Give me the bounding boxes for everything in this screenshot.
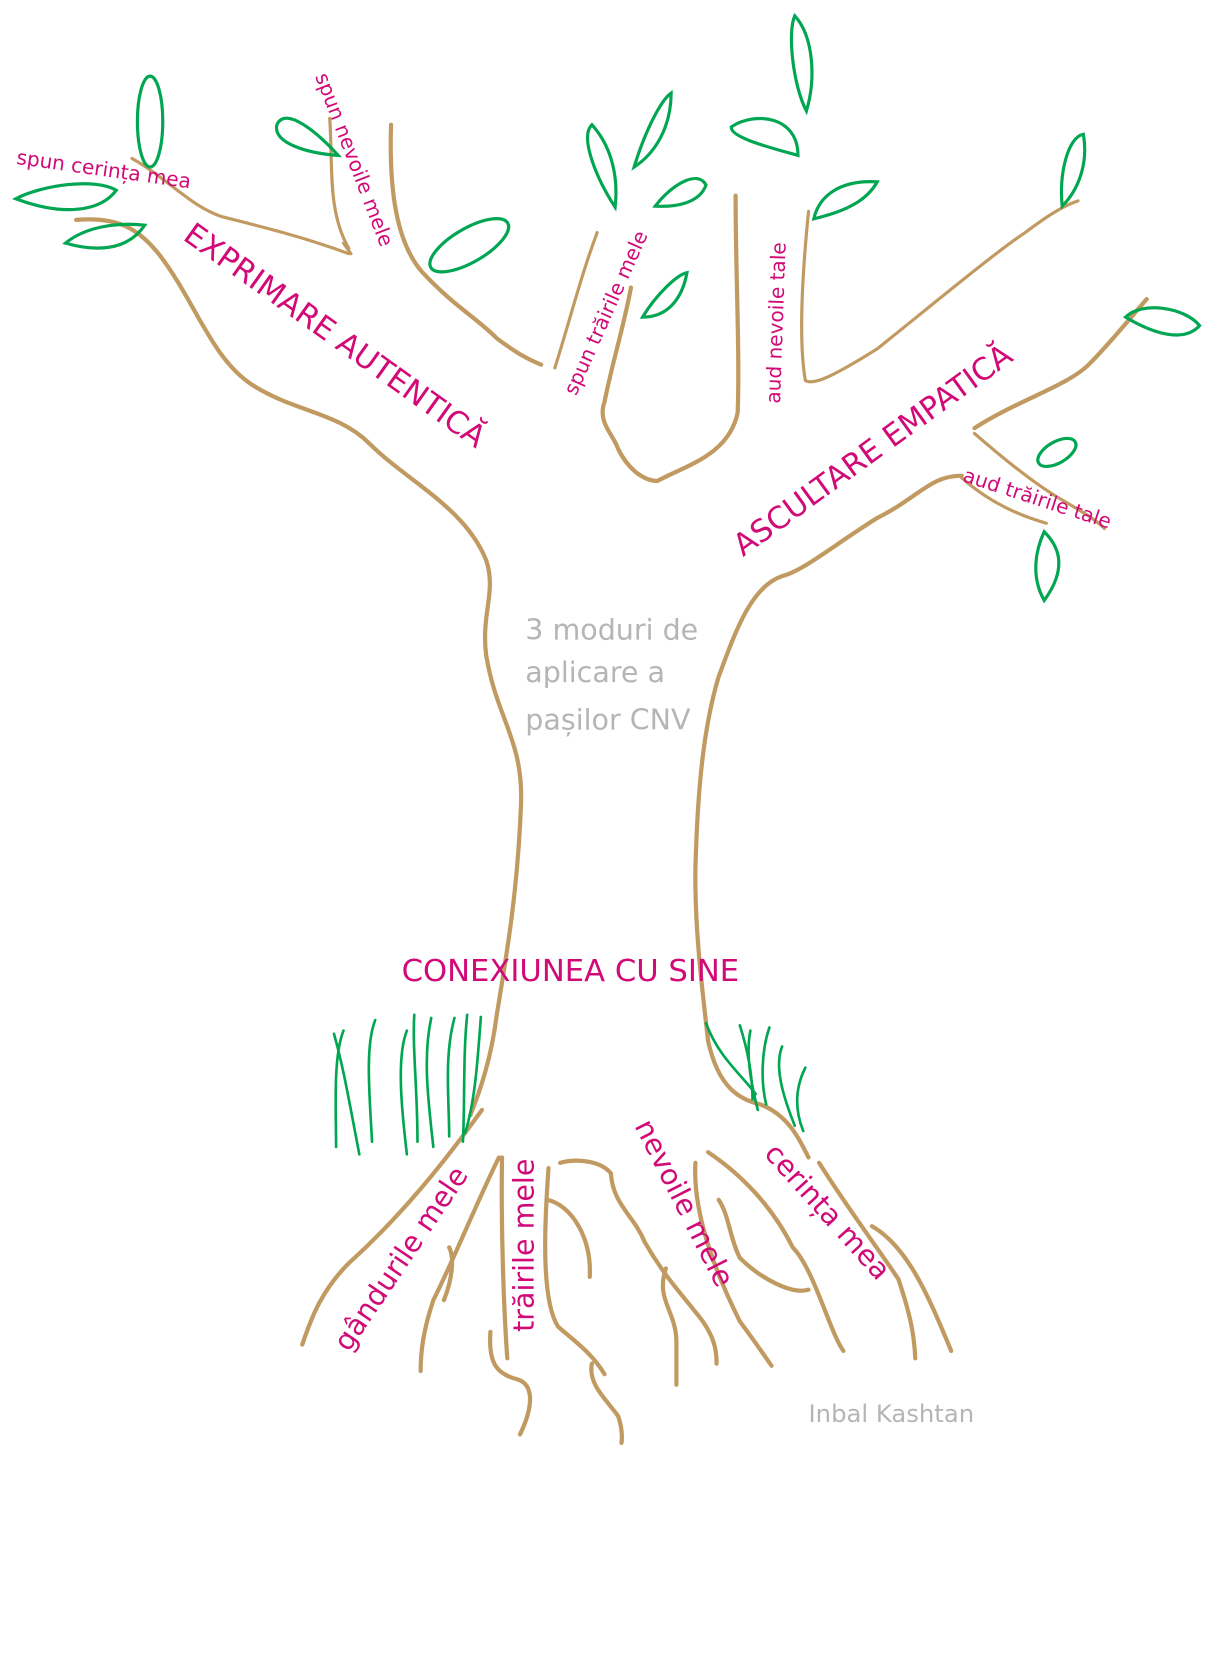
twig-label-aud-trairile: aud trăirile tale xyxy=(960,463,1114,534)
root-label-cerinta: cerința mea xyxy=(758,1137,897,1287)
leaf-icon xyxy=(11,182,119,212)
base-title: CONEXIUNEA CU SINE xyxy=(402,954,740,989)
trunk-caption-line: 3 moduri de xyxy=(525,614,698,647)
grass xyxy=(332,1013,807,1156)
trunk-caption-line: pașilor CNV xyxy=(525,703,691,736)
root xyxy=(543,1165,624,1446)
roots xyxy=(300,1107,954,1446)
root-label-trairi: trăirile mele xyxy=(508,1159,541,1332)
leaf-icon xyxy=(1034,528,1061,604)
leaf-icon xyxy=(1059,132,1087,210)
leaf-icon xyxy=(811,180,880,221)
branch-spun-trairile xyxy=(553,230,599,370)
trunk-right-outline xyxy=(693,473,964,1160)
root xyxy=(487,1155,533,1437)
trunk-caption-line: aplicare a xyxy=(525,656,665,689)
leaf-icon xyxy=(729,116,800,158)
leaves xyxy=(11,13,1202,604)
root-label-nevoi: nevoile mele xyxy=(628,1114,741,1292)
branch-upper-left xyxy=(388,122,544,367)
labels: spun cerința mea spun nevoile mele EXPRI… xyxy=(15,69,1114,1427)
root xyxy=(558,1158,719,1387)
branch-aud-trairile xyxy=(960,431,1107,531)
root xyxy=(706,1150,954,1361)
trunk-left-outline xyxy=(73,217,524,1118)
branch-center-u xyxy=(600,193,741,484)
grass-left xyxy=(332,1013,483,1156)
branch-aud-nevoile xyxy=(800,199,1080,384)
leaf-icon xyxy=(62,222,148,250)
leaf-icon xyxy=(789,13,814,116)
leaf-icon xyxy=(652,177,708,208)
leaf-icon xyxy=(428,217,511,274)
author-credit: Inbal Kashtan xyxy=(809,1399,975,1428)
root xyxy=(693,1160,811,1368)
branch-spun-cerinta xyxy=(130,156,351,256)
root xyxy=(418,1155,501,1374)
leaf-icon xyxy=(631,89,673,171)
leaf-icon xyxy=(135,74,165,169)
leaf-icon xyxy=(586,122,618,212)
twig-label-aud-nevoile: aud nevoile tale xyxy=(761,242,791,404)
root xyxy=(300,1107,485,1347)
twig-label-spun-nevoile: spun nevoile mele xyxy=(310,69,398,249)
leaf-icon xyxy=(1123,306,1202,337)
leaf-icon xyxy=(1036,436,1078,468)
leaf-icon xyxy=(275,116,343,158)
leaf-icon xyxy=(639,270,689,319)
branch-spun-nevoile xyxy=(328,116,353,256)
grass-right xyxy=(704,1021,807,1133)
